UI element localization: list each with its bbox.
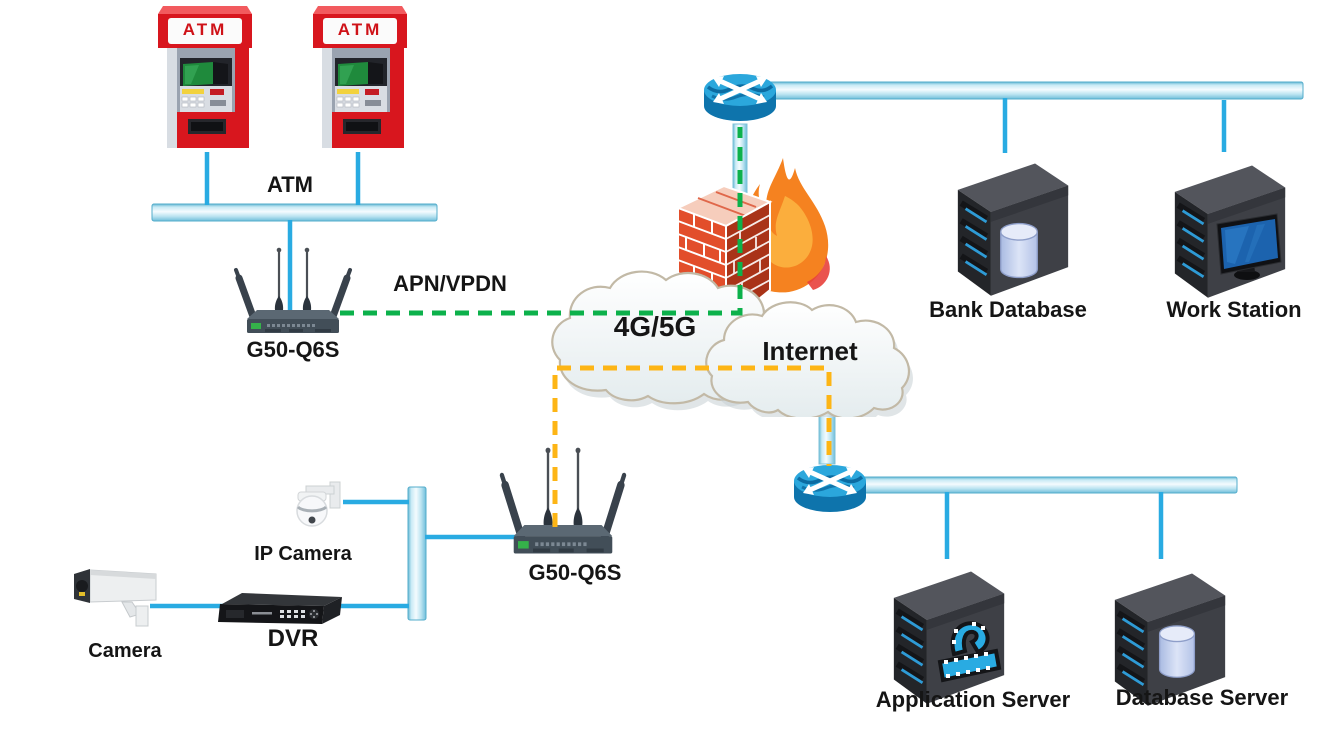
work-station-icon: [1165, 150, 1295, 300]
tunnel-label: APN/VPDN: [393, 271, 507, 296]
atm-sign-text-1: ATM: [182, 20, 228, 39]
ip-camera-label: IP Camera: [254, 543, 352, 565]
database-server-label: Database Server: [1115, 685, 1289, 710]
lan-bus-bar-top: [764, 81, 1304, 100]
lan-bus-bar-bottom: [862, 476, 1238, 494]
bank-database-server-icon: [948, 148, 1078, 298]
cctv-bus-bar: [407, 486, 427, 621]
cellular-router-label-2: G50-Q6S: [528, 560, 622, 585]
database-cylinder-icon: [1000, 222, 1038, 279]
camera-label: Camera: [88, 640, 162, 662]
application-server-label: Application Server: [875, 687, 1071, 712]
atm-sign-text-2: ATM: [337, 20, 383, 39]
box-camera-icon: [74, 569, 157, 627]
database-cylinder-icon: [1158, 625, 1196, 678]
dvr-icon: [218, 593, 342, 624]
cellular-router-icon-1: [223, 240, 363, 335]
cellular-router-icon-2: [488, 438, 638, 556]
work-station-label: Work Station: [1166, 297, 1302, 322]
lan-router-icon: [790, 457, 870, 521]
atm-bus-bar: [151, 203, 438, 222]
cellular-router-label-1: G50-Q6S: [246, 337, 340, 362]
film-strip-icon: [937, 621, 1002, 683]
bank-database-label: Bank Database: [929, 297, 1087, 322]
monitor-icon: [1216, 213, 1282, 280]
atm-group-label: ATM: [266, 172, 314, 197]
cloud-internet-label: Internet: [762, 336, 858, 366]
dome-camera-icon: [296, 481, 341, 527]
dvr-label: DVR: [267, 625, 319, 652]
wan-router-icon: [700, 66, 780, 130]
application-server-icon: [884, 556, 1014, 706]
cloud-cell-label: 4G/5G: [613, 311, 697, 342]
